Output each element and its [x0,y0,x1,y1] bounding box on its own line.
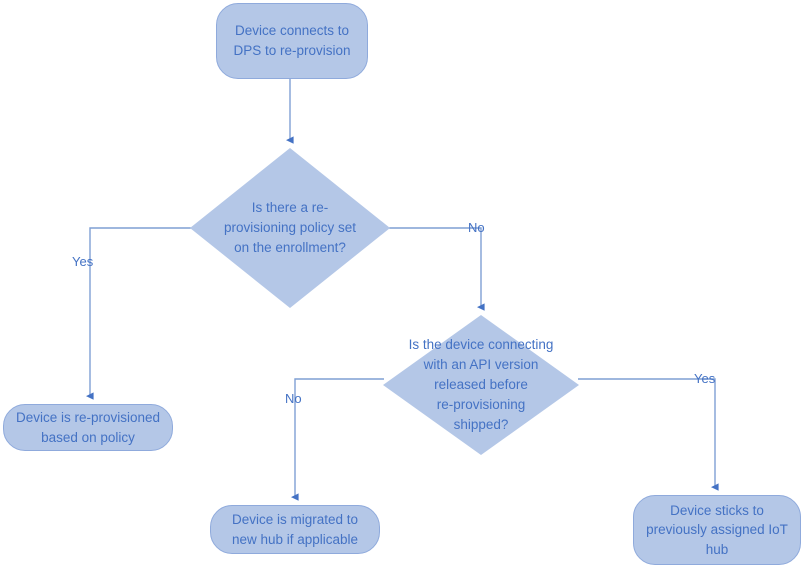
edge-label-api-yes: Yes [694,371,716,386]
node-start-label: Device connects to DPS to re-provision [233,23,351,58]
edge-label-api-no: No [285,391,302,406]
edge-api-yes [578,378,719,491]
node-result-migrated-label: Device is migrated to new hub if applica… [231,511,359,547]
edge-label-policy-no: No [468,220,485,235]
node-result-reprovisioned-label: Device is re-provisioned based on policy [15,409,161,445]
node-result-sticks-label: Device sticks to previously assigned IoT… [646,502,788,557]
node-decision-policy[interactable]: Is there a re- provisioning policy set o… [190,148,390,308]
edge-label-policy-yes: Yes [72,254,94,269]
node-result-migrated[interactable]: Device is migrated to new hub if applica… [210,505,380,554]
node-result-sticks[interactable]: Device sticks to previously assigned IoT… [633,495,801,565]
edge-policy-no [388,227,485,311]
edge-policy-yes [86,227,193,400]
node-start[interactable]: Device connects to DPS to re-provision [216,3,368,79]
node-result-reprovisioned[interactable]: Device is re-provisioned based on policy [3,404,173,451]
node-decision-api-version-label: Is the device connecting with an API ver… [408,337,554,432]
edge-api-no [291,378,384,501]
node-decision-api-version[interactable]: Is the device connecting with an API ver… [383,315,579,455]
node-decision-policy-label: Is there a re- provisioning policy set o… [223,200,357,255]
